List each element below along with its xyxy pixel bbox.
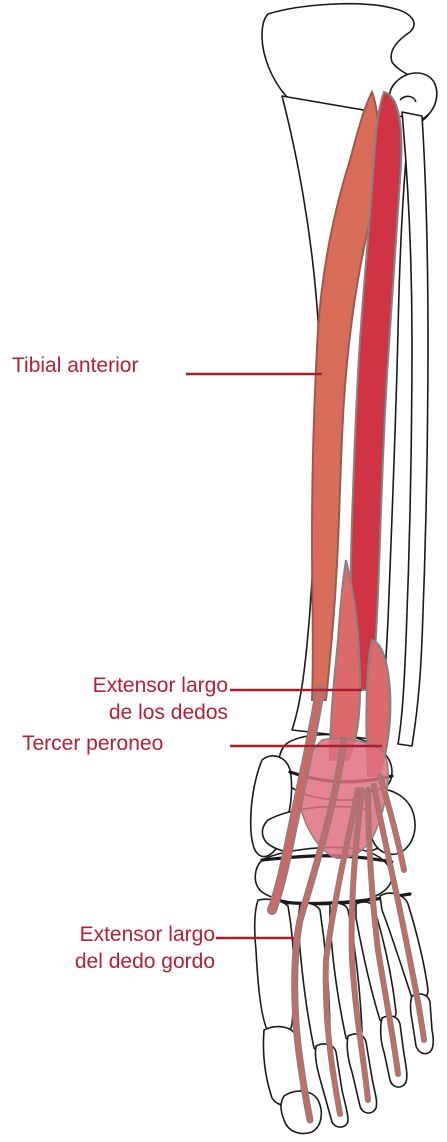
label-extensor-dedos-line1: Extensor largo <box>93 672 228 699</box>
label-extensor-gordo-line2: del dedo gordo <box>75 948 215 975</box>
label-extensor-dedos-line2: de los dedos <box>93 699 228 726</box>
metatarsal-1 <box>255 899 294 1037</box>
label-extensor-gordo-line1: Extensor largo <box>75 921 215 948</box>
label-extensor-dedos: Extensor largo de los dedos <box>93 672 228 726</box>
label-tibial-anterior: Tibial anterior <box>12 352 138 379</box>
hallux-distal <box>281 1091 321 1133</box>
label-extensor-gordo: Extensor largo del dedo gordo <box>75 921 215 975</box>
label-tercer-peroneo: Tercer peroneo <box>22 730 163 757</box>
